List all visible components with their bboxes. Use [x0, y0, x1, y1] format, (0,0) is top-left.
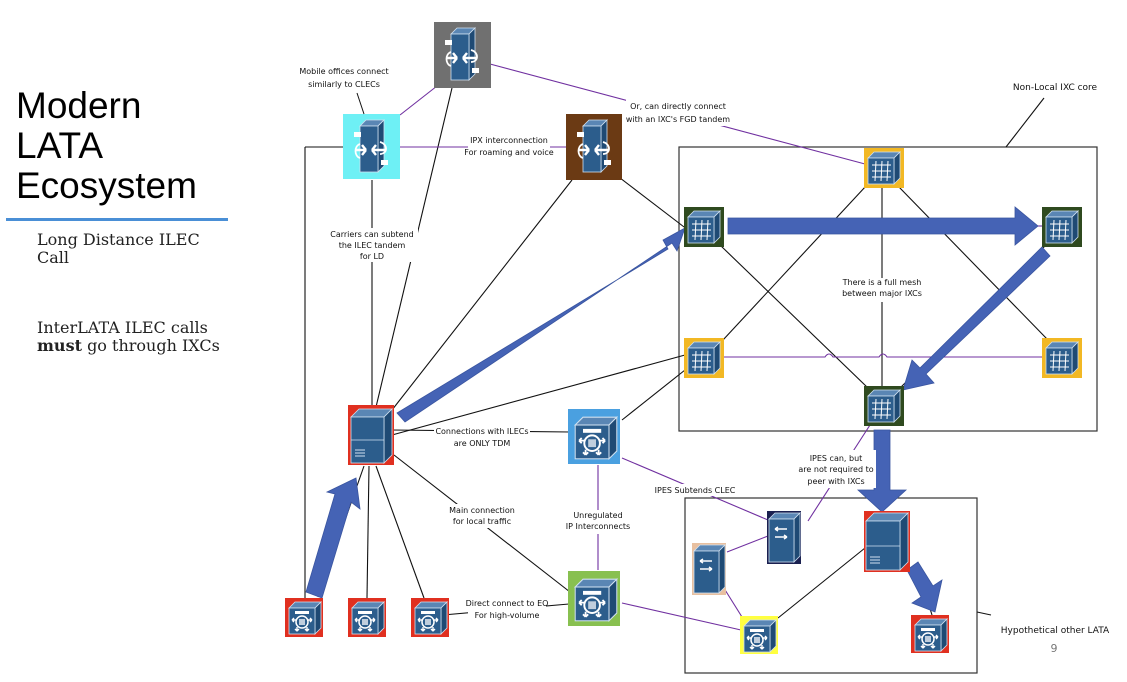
- arrow-to-other-lata: [856, 429, 908, 513]
- clec-switch-upper[interactable]: [568, 409, 620, 464]
- label-ipx-1: IPX interconnection: [470, 136, 548, 145]
- label-mesh-1: There is a full mesh: [842, 278, 922, 287]
- title-underline: [6, 218, 228, 221]
- clec-switch-lower[interactable]: [568, 571, 620, 626]
- label-mobile-1: Mobile offices connect: [299, 67, 388, 76]
- bullet-interlata-bold: must: [37, 336, 82, 355]
- label-fgd-1: Or, can directly connect: [630, 102, 726, 111]
- label-other-lata: Hypothetical other LATA: [1001, 626, 1110, 636]
- ixc-tandem-right-upper[interactable]: [1042, 207, 1082, 247]
- ixc-tandem-left-upper[interactable]: [684, 207, 724, 247]
- ixc-tandem-left-lower[interactable]: [684, 338, 724, 378]
- bullet-interlata: InterLATA ILEC calls must go through IXC…: [37, 319, 227, 355]
- ipes-server-navy[interactable]: [767, 511, 801, 564]
- title-line-1: Modern: [16, 85, 142, 126]
- label-direct-1: Direct connect to EO: [466, 599, 549, 608]
- ipx-switch-brown[interactable]: [566, 114, 622, 180]
- arrow-eo-to-tandem: [305, 477, 361, 599]
- arrow-ixc-south: [902, 246, 1051, 391]
- slide-title: Modern LATA Ecosystem: [16, 86, 197, 206]
- label-ipes-subtends: IPES Subtends CLEC: [655, 486, 736, 495]
- diagram-labels: IPX interconnection For roaming and voic…: [299, 67, 1110, 655]
- ipes-server-peach[interactable]: [692, 543, 726, 595]
- label-ipes-peer-2: are not required to: [798, 465, 873, 474]
- label-main-2: for local traffic: [453, 517, 511, 526]
- label-fgd-2: with an IXC's FGD tandem: [626, 115, 730, 124]
- label-unreg-1: Unregulated: [573, 511, 622, 520]
- call-path-arrows: [305, 206, 1051, 613]
- arrow-to-other-eo: [906, 561, 943, 613]
- ixc-tandem-top[interactable]: [864, 148, 904, 188]
- arrow-ilec-to-ixc: [396, 227, 686, 423]
- ilec-tandem[interactable]: [348, 405, 394, 465]
- label-mobile-2: similarly to CLECs: [308, 80, 380, 89]
- label-subtend-1: Carriers can subtend: [330, 230, 414, 239]
- label-ipx-2: For roaming and voice: [464, 148, 554, 157]
- bullet-interlata-post: go through IXCs: [87, 336, 220, 355]
- title-line-2: LATA: [16, 125, 104, 166]
- bullet-long-distance: Long Distance ILEC Call: [37, 230, 200, 267]
- bullet-interlata-pre: InterLATA ILEC calls: [37, 318, 208, 337]
- title-line-3: Ecosystem: [16, 165, 197, 206]
- label-subtend-2: the ILEC tandem: [339, 241, 406, 250]
- label-ipes-peer-3: peer with IXCs: [807, 477, 864, 486]
- page-number: 9: [1051, 642, 1058, 655]
- label-unreg-2: IP Interconnects: [566, 522, 630, 531]
- other-lata-box: [684, 497, 978, 674]
- ixc-tandem-bottom[interactable]: [864, 386, 904, 426]
- other-lata-clec-yellow[interactable]: [740, 616, 778, 654]
- end-office-3[interactable]: [411, 598, 449, 637]
- label-subtend-3: for LD: [360, 252, 384, 261]
- label-ipes-peer-1: IPES can, but: [810, 454, 863, 463]
- label-tdm-1: Connections with ILECs: [435, 427, 528, 436]
- label-main-1: Main connection: [449, 506, 515, 515]
- other-lata-tandem[interactable]: [864, 511, 910, 572]
- label-ixc-core: Non-Local IXC core: [1013, 83, 1098, 93]
- arrow-ixc-east: [727, 206, 1039, 246]
- label-tdm-2: are ONLY TDM: [454, 439, 511, 448]
- other-lata-end-office[interactable]: [911, 615, 949, 653]
- mobile-switch-gray[interactable]: [434, 22, 491, 88]
- end-office-1[interactable]: [285, 598, 323, 637]
- ixc-tandem-right-lower[interactable]: [1042, 338, 1082, 378]
- label-mesh-2: between major IXCs: [842, 289, 922, 298]
- end-office-2[interactable]: [348, 598, 386, 637]
- label-direct-2: For high-volume: [475, 611, 540, 620]
- mobile-switch-cyan[interactable]: [343, 114, 400, 179]
